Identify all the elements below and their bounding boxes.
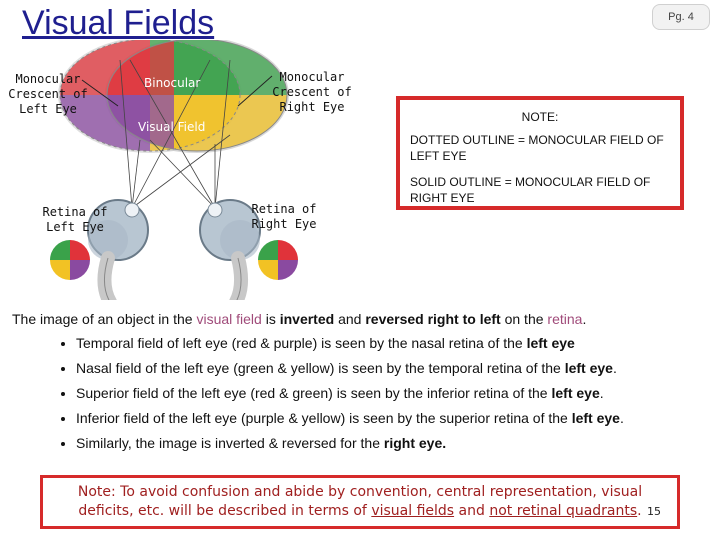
- left-optic-nerve: [97, 251, 117, 300]
- visual-field-diagram: [50, 40, 298, 300]
- list-item: Superior field of the left eye (red & gr…: [76, 384, 712, 402]
- note-dotted-outline: DOTTED OUTLINE = MONOCULAR FIELD OF LEFT…: [410, 133, 664, 163]
- label-visual-field: Visual Field: [138, 120, 206, 134]
- left-retina-quadrants: [50, 240, 90, 280]
- note-heading: NOTE:: [521, 110, 559, 124]
- label-binocular: Binocular: [144, 76, 201, 90]
- bottom-note-line2: deficits, etc. will be described in term…: [78, 503, 642, 519]
- label-monocular-left: Monocular Crescent of Left Eye: [8, 72, 88, 116]
- page-number-badge: Pg. 4: [652, 4, 710, 30]
- page-title: Visual Fields: [22, 4, 215, 42]
- intro-paragraph: The image of an object in the visual fie…: [12, 311, 587, 327]
- list-item: Nasal field of the left eye (green & yel…: [76, 359, 712, 377]
- right-optic-nerve: [229, 251, 248, 300]
- label-retina-right: Retina of Right Eye: [251, 202, 317, 231]
- body-text: The image of an object in the visual fie…: [12, 310, 712, 459]
- label-retina-left: Retina of Left Eye: [42, 205, 108, 234]
- right-eyeball: [199, 199, 261, 261]
- note-box: NOTE: DOTTED OUTLINE = MONOCULAR FIELD O…: [396, 96, 684, 210]
- label-monocular-right: Monocular Crescent of Right Eye: [272, 70, 352, 114]
- right-retina-quadrants: [258, 240, 298, 280]
- list-item: Inferior field of the left eye (purple &…: [76, 409, 712, 427]
- bottom-note-box: Note: To avoid confusion and abide by co…: [40, 475, 680, 529]
- bullet-list: Temporal field of left eye (red & purple…: [12, 334, 712, 452]
- note-solid-outline: SOLID OUTLINE = MONOCULAR FIELD OF RIGHT…: [410, 175, 651, 205]
- slide-number: 15: [647, 505, 661, 518]
- bottom-note-line1: Note: To avoid confusion and abide by co…: [77, 484, 643, 500]
- list-item: Temporal field of left eye (red & purple…: [76, 334, 712, 352]
- list-item: Similarly, the image is inverted & rever…: [76, 434, 712, 452]
- left-eyeball: [87, 199, 149, 261]
